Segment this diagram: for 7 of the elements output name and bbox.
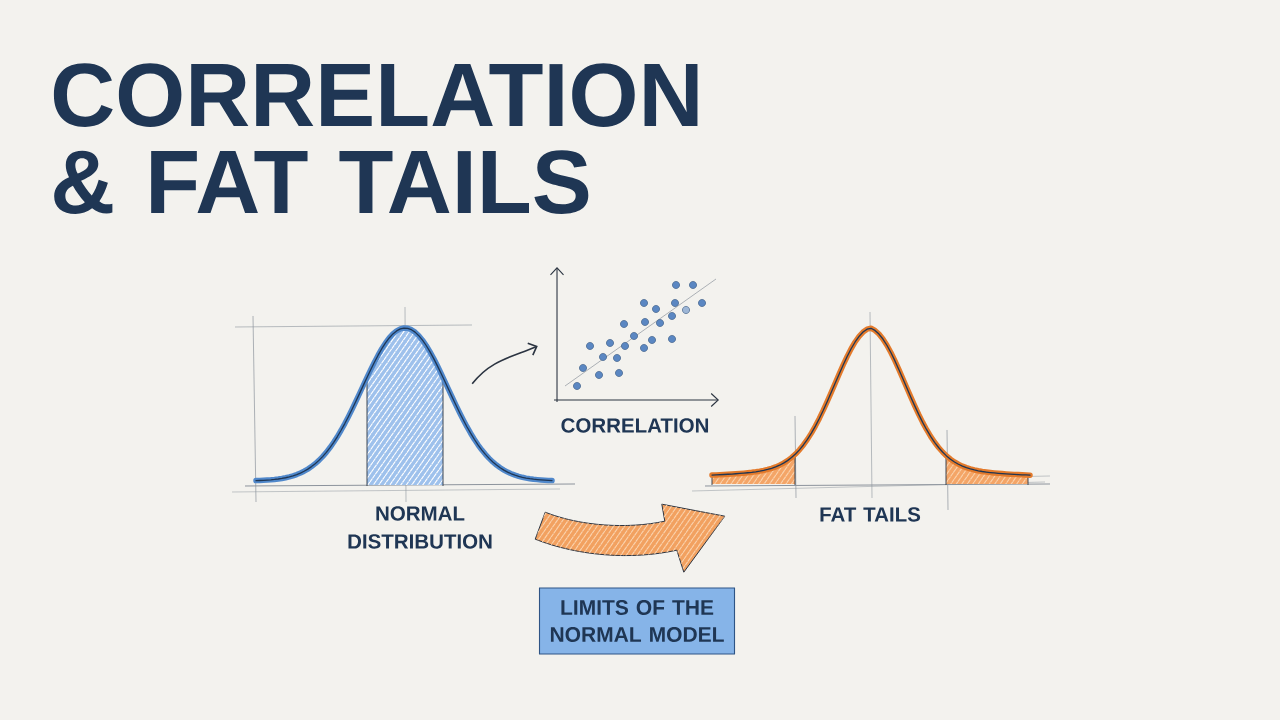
chart-caption: FAT TAILS xyxy=(820,507,921,522)
curved-arrow xyxy=(471,342,538,385)
block-arrow xyxy=(534,503,726,573)
title: CORRELATION & FAT TAILS xyxy=(53,63,698,214)
callout-box: LIMITS OF THE NORMAL MODEL xyxy=(538,587,736,655)
chart-caption: CORRELATION xyxy=(561,418,709,433)
chart-caption: NORMAL DISTRIBUTION xyxy=(348,506,492,549)
